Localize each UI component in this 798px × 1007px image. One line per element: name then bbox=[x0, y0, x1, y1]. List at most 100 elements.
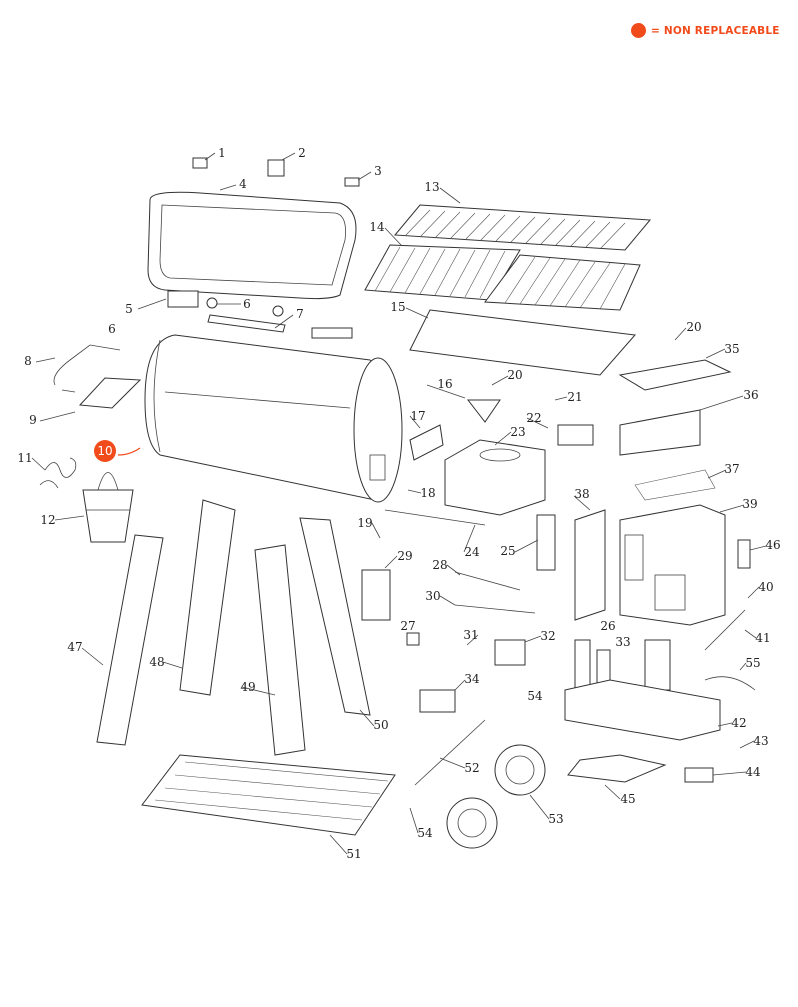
part-1 bbox=[192, 157, 208, 169]
part-label: 53 bbox=[548, 812, 564, 826]
part-hooks-11 bbox=[39, 457, 77, 489]
part-label: 55 bbox=[745, 656, 761, 670]
part-leg-49 bbox=[254, 544, 306, 756]
part-30 bbox=[454, 604, 536, 614]
part-label: 18 bbox=[420, 486, 436, 500]
part-label: 41 bbox=[755, 631, 771, 645]
part-label: 39 bbox=[742, 497, 758, 511]
part-shelf-51 bbox=[141, 754, 396, 836]
part-label: 26 bbox=[600, 619, 616, 633]
non-replaceable-arrow bbox=[117, 447, 141, 456]
part-label: 5 bbox=[125, 302, 133, 316]
part-2 bbox=[267, 159, 285, 177]
part-label: 25 bbox=[500, 544, 516, 558]
part-label: 33 bbox=[615, 635, 631, 649]
part-label: 4 bbox=[239, 177, 247, 191]
part-label: 19 bbox=[357, 516, 373, 530]
part-label: 43 bbox=[753, 734, 769, 748]
part-32 bbox=[494, 639, 526, 666]
part-45 bbox=[567, 754, 667, 783]
part-label: 23 bbox=[510, 425, 526, 439]
part-label: 24 bbox=[464, 545, 480, 559]
part-leg-48 bbox=[179, 499, 236, 696]
part-25 bbox=[536, 514, 556, 571]
part-label: 22 bbox=[526, 411, 542, 425]
part-label: 42 bbox=[731, 716, 747, 730]
non-replaceable-dot-icon bbox=[631, 23, 646, 38]
part-handle-8 bbox=[53, 344, 121, 393]
part-34 bbox=[419, 689, 456, 713]
part-lid-35 bbox=[618, 359, 732, 391]
part-33 bbox=[644, 639, 671, 691]
part-24 bbox=[384, 509, 486, 526]
part-26 bbox=[574, 639, 591, 691]
part-label: 30 bbox=[425, 589, 441, 603]
part-label: 49 bbox=[240, 680, 256, 694]
part-label: 44 bbox=[745, 765, 761, 779]
part-wheel-53a bbox=[494, 744, 546, 796]
part-22 bbox=[557, 424, 594, 446]
part-38 bbox=[574, 509, 606, 621]
part-27 bbox=[406, 632, 420, 646]
part-label: 38 bbox=[574, 487, 590, 501]
part-barrel-10 bbox=[144, 334, 403, 503]
part-label: 46 bbox=[765, 538, 781, 552]
part-label: 54 bbox=[417, 826, 433, 840]
part-label: 3 bbox=[374, 164, 382, 178]
part-3 bbox=[344, 177, 360, 187]
part-label: 13 bbox=[424, 180, 440, 194]
part-label: 12 bbox=[40, 513, 56, 527]
part-label: 21 bbox=[567, 390, 583, 404]
part-label: 50 bbox=[373, 718, 389, 732]
part-label: 32 bbox=[540, 629, 556, 643]
part-axle-52 bbox=[414, 719, 486, 786]
part-label: 27 bbox=[400, 619, 416, 633]
part-hopper-39 bbox=[619, 504, 726, 626]
legend: = NON REPLACEABLE bbox=[631, 23, 780, 38]
part-label: 37 bbox=[724, 462, 740, 476]
part-label: 17 bbox=[410, 409, 426, 423]
part-label: 45 bbox=[620, 792, 636, 806]
part-label: 1 bbox=[218, 146, 226, 160]
part-label: 15 bbox=[390, 300, 406, 314]
part-44 bbox=[684, 767, 714, 783]
part-label: 48 bbox=[149, 655, 165, 669]
part-label: 20 bbox=[686, 320, 702, 334]
part-36 bbox=[619, 409, 701, 456]
part-42 bbox=[564, 679, 721, 741]
part-grid-37 bbox=[634, 469, 716, 501]
part-label: 40 bbox=[758, 580, 774, 594]
part-label: 36 bbox=[743, 388, 759, 402]
part-label: 28 bbox=[432, 558, 448, 572]
part-grate-13 bbox=[393, 204, 652, 251]
part-label: 31 bbox=[463, 628, 479, 642]
part-label: 54 bbox=[527, 689, 543, 703]
part-label: 34 bbox=[464, 672, 480, 686]
part-label: 52 bbox=[464, 761, 480, 775]
part-41 bbox=[704, 609, 746, 651]
part-15 bbox=[409, 309, 636, 376]
part-label: 51 bbox=[346, 847, 362, 861]
part-lid bbox=[147, 191, 357, 300]
part-label: 14 bbox=[369, 220, 385, 234]
part-23 bbox=[444, 439, 546, 516]
part-label: 7 bbox=[296, 307, 304, 321]
part-label: 2 bbox=[298, 146, 306, 160]
part-16 bbox=[466, 399, 501, 423]
part-auger-28 bbox=[454, 571, 521, 591]
part-29 bbox=[361, 569, 391, 621]
part-46 bbox=[737, 539, 751, 569]
part-17 bbox=[409, 424, 444, 461]
part-leg-50 bbox=[299, 517, 371, 716]
part-badge-5 bbox=[167, 290, 199, 308]
part-label: 8 bbox=[24, 354, 32, 368]
part-label: 47 bbox=[67, 640, 83, 654]
part-label: 6 bbox=[108, 322, 116, 336]
part-label: 16 bbox=[437, 377, 453, 391]
part-label-10-non-replaceable: 10 bbox=[94, 440, 116, 462]
part-55 bbox=[704, 676, 756, 691]
part-label: 29 bbox=[397, 549, 413, 563]
legend-text: = NON REPLACEABLE bbox=[651, 24, 780, 37]
part-bucket-12 bbox=[82, 472, 134, 543]
